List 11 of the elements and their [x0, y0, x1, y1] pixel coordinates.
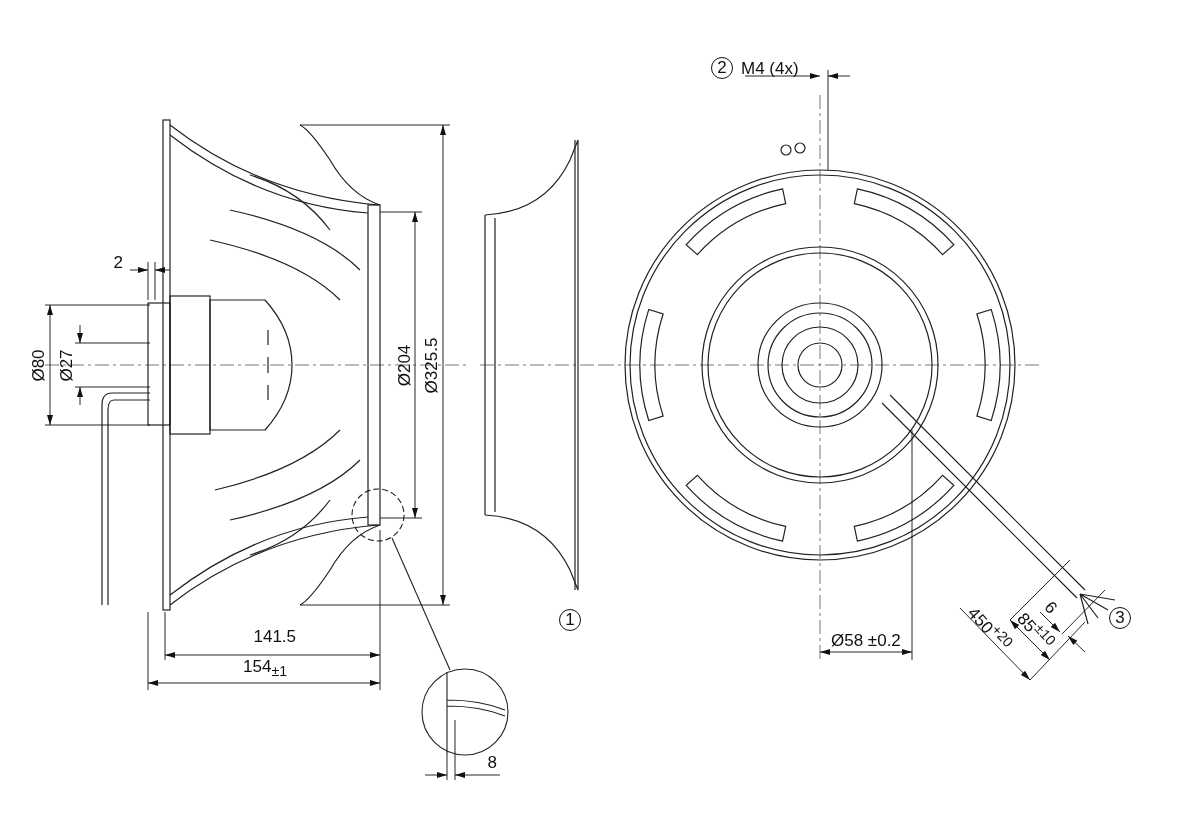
dimension-label: Ø325.5 [423, 337, 441, 393]
dimension-label: 8 [487, 753, 497, 771]
dimension-label: 6 [1040, 597, 1060, 617]
dimension-label: Ø80 [29, 348, 47, 382]
dimension-label: Ø58 ±0.2 [831, 631, 901, 649]
dimension-label: 2 [113, 253, 123, 271]
dimension-label: 154$_{±1}$ [243, 657, 288, 679]
thread-note: M4 (4x) [741, 59, 799, 77]
dimension-label: 141.5 [253, 627, 297, 645]
dimension-label: Ø204 [396, 344, 414, 386]
dimension-label: Ø27 [57, 348, 75, 382]
